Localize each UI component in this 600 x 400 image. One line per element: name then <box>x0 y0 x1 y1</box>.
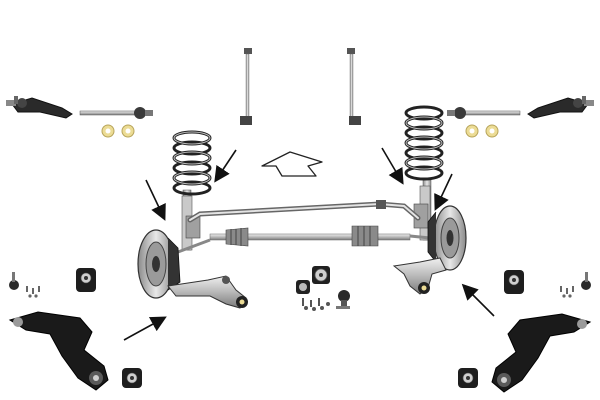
control-arm-bushing-center <box>296 266 330 294</box>
control-arm-bushing-left-1 <box>76 268 96 292</box>
arrow-to-right-shock <box>434 173 453 211</box>
lower-control-arm-left <box>167 275 248 309</box>
lower-wishbone-right <box>491 313 592 393</box>
steering-boot-right <box>351 225 379 247</box>
arrow-to-right-spring <box>381 147 404 185</box>
tie-rod-end-right <box>527 96 594 119</box>
pointer-arrows <box>123 147 495 341</box>
inner-tie-rod-left <box>79 107 153 119</box>
arrow-to-left-shock <box>145 179 166 221</box>
control-arm-bushing-right-1 <box>504 270 524 294</box>
mounting-bolts-center <box>302 298 330 311</box>
stabilizer-bar <box>187 200 421 223</box>
control-arm-bushing-right-2 <box>458 368 478 388</box>
ball-joint-center <box>336 290 350 309</box>
stabilizer-link-left <box>240 48 252 125</box>
steering-rack <box>177 225 431 254</box>
lower-wishbone-left <box>8 311 109 391</box>
ball-joint-left <box>9 272 40 298</box>
inner-tie-rod-right <box>447 107 521 119</box>
brake-disc-left <box>137 229 181 299</box>
lower-control-arm-right <box>392 257 447 295</box>
arrow-to-left-arm <box>123 316 167 341</box>
forward-arrow-indicator <box>261 151 323 177</box>
brake-disc-right <box>427 205 467 271</box>
shock-absorber-left <box>181 195 201 251</box>
ball-joint-right <box>560 272 591 298</box>
steering-boot-left <box>225 227 249 247</box>
tie-rod-end-left <box>6 96 73 119</box>
arrow-to-left-spring <box>214 149 237 183</box>
arrow-to-right-arm <box>461 283 495 317</box>
steering-boot-rings-right <box>465 124 499 138</box>
steering-boot-rings-left <box>101 124 135 138</box>
control-arm-bushing-left-2 <box>122 368 142 388</box>
stabilizer-link-right <box>347 48 361 125</box>
